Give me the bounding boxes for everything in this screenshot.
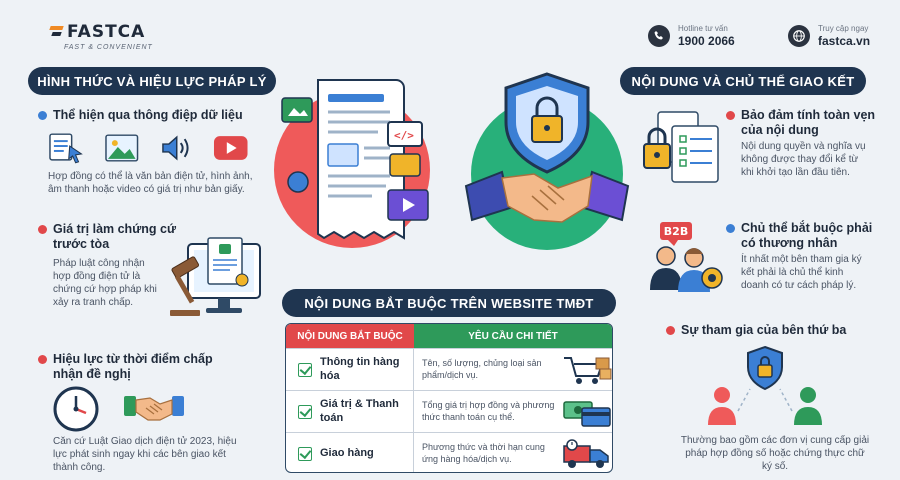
svg-text:</>: </> [394,129,414,142]
checkbox-icon [298,362,312,377]
bullet-dot [38,225,47,234]
brand-logo[interactable]: FASTCA FAST & CONVENIENT [50,22,153,51]
brand-name: FASTCA [67,22,146,42]
item-description: Nội dung quyền và nghĩa vụ không được th… [741,141,866,178]
row-detail: Tên, số lượng, chủng loại sản phẩm/dịch … [422,357,542,380]
shopping-cart-icon [564,356,612,384]
row-label: Giao hàng [320,446,374,459]
row-detail: Tổng giá trị hợp đồng và phương thức tha… [422,399,555,422]
right-section-banner: NỘI DUNG VÀ CHỦ THỂ GIAO KẾT [620,67,866,95]
handshake-small-icon [124,396,184,421]
hotline-number: 1900 2066 [678,34,735,48]
brand-mark-icon [50,25,64,39]
table-row: Giao hàng Phương thức và thời hạn cung ứ… [286,432,612,472]
brand-tagline: FAST & CONVENIENT [64,44,153,51]
bullet-dot [726,224,735,233]
money-card-icon [563,400,611,427]
business-people-icon: B2B [650,222,723,292]
bullet-dot [666,326,675,335]
bullet-dot [38,355,47,364]
website-url: fastca.vn [818,34,871,48]
left-section-banner: HÌNH THỨC VÀ HIỆU LỰC PHÁP LÝ [28,67,276,95]
right-item-3: Sự tham gia của bên thứ ba [666,323,866,338]
third-party-icon [708,345,822,425]
item-description: Ít nhất một bên tham gia ký kết phải là … [741,254,862,291]
row-label: Thông tin hàng hóa [320,356,400,382]
bullet-dot [726,111,735,120]
media-icons [48,130,248,166]
item-description: Căn cứ Luật Giao dịch điện tử 2023, hiệu… [53,436,237,473]
hotline-label: Hotline tư vấn [678,24,728,33]
globe-icon [788,25,810,47]
table-header-detail: YÊU CẦU CHI TIẾT [414,324,612,348]
secure-handshake-illustration [464,72,630,250]
website-label: Truy cập ngay [818,24,869,33]
item-title: Chủ thể bắt buộc phải có thương nhân [741,221,873,250]
table-header-mandatory: NỘI DUNG BẮT BUỘC [286,324,414,348]
item-description: Thường bao gồm các đơn vị cung cấp giải … [680,435,870,472]
table-row: Giá trị & Thanh toán Tổng giá trị hợp đồ… [286,390,612,432]
image-icon [105,134,139,162]
phone-icon [648,25,670,47]
mandatory-content-table: NỘI DUNG BẮT BUỘC YÊU CẦU CHI TIẾT Thông… [285,323,613,473]
item-title: Hiệu lực từ thời điểm chấp nhận đề nghị [53,352,213,381]
clock-icon [53,386,99,432]
delivery-truck-icon [563,438,609,468]
right-item-2: Chủ thể bắt buộc phải có thương nhân [726,221,876,251]
item-title: Sự tham gia của bên thứ ba [681,323,847,337]
hotline-contact[interactable]: Hotline tư vấn 1900 2066 [648,24,735,48]
gavel-monitor-icon [170,237,261,316]
item-title: Thể hiện qua thông điệp dữ liệu [53,108,243,122]
document-cursor-icon [49,133,83,164]
table-row: Thông tin hàng hóa Tên, số lượng, chủng … [286,348,612,390]
checkbox-icon [298,446,312,461]
website-contact[interactable]: Truy cập ngay fastca.vn [788,24,870,48]
speaker-icon [162,135,189,161]
b2b-badge-text: B2B [664,225,688,238]
checkbox-icon [298,404,312,419]
item-description: Hợp đồng có thể là văn bản điện tử, hình… [48,171,253,195]
left-item-1: Thể hiện qua thông điệp dữ liệu [38,108,268,123]
item-title: Giá trị làm chứng cứ trước tòa [53,222,176,251]
bullet-dot [38,111,47,120]
center-section-banner: NỘI DUNG BẮT BUỘC TRÊN WEBSITE TMĐT [282,289,616,317]
digital-documents-illustration: </> [274,79,430,248]
row-label: Giá trị & Thanh toán [320,398,399,424]
locked-document-icon [643,111,719,183]
item-description: Pháp luật công nhận hợp đồng điện tử là … [53,258,157,308]
left-item-2: Giá trị làm chứng cứ trước tòa [38,222,178,252]
left-item-3: Hiệu lực từ thời điểm chấp nhận đề nghị [38,352,238,382]
right-item-1: Bảo đảm tính toàn vẹn của nội dung [726,108,876,138]
item-title: Bảo đảm tính toàn vẹn của nội dung [741,108,876,137]
row-detail: Phương thức và thời hạn cung ứng hàng hó… [422,441,545,464]
video-play-icon [213,136,248,160]
